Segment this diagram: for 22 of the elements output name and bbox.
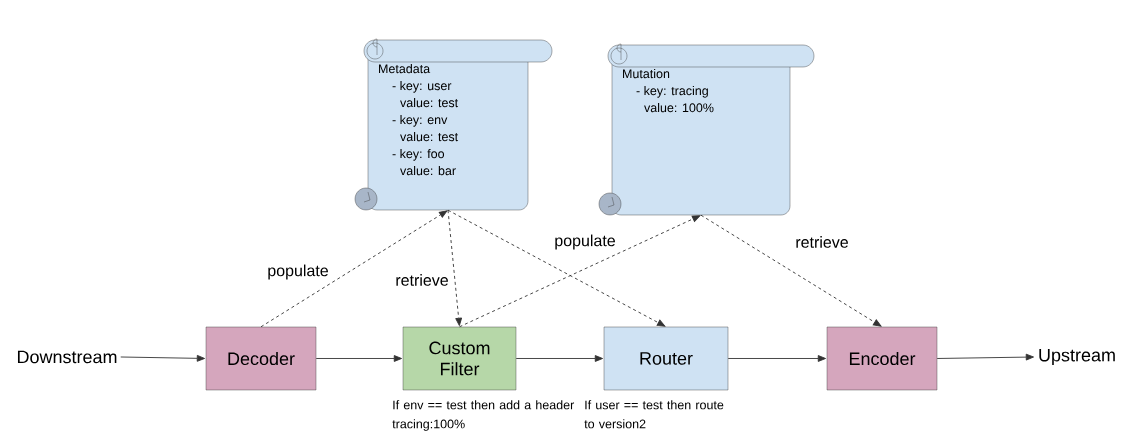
arrow <box>936 353 1034 361</box>
arrow <box>515 355 604 362</box>
arrow <box>700 214 882 327</box>
arrow <box>120 354 205 362</box>
endpoint-label: Downstream <box>17 350 117 364</box>
arrow <box>260 210 448 328</box>
endpoint-label: Upstream <box>1039 348 1115 366</box>
edge-label: retrieve <box>394 273 450 287</box>
arrow <box>447 209 666 327</box>
edge-label: populate <box>553 233 617 251</box>
edge-label: retrieve <box>794 235 850 249</box>
arrow <box>459 215 701 328</box>
process-box: Encoder <box>826 326 938 391</box>
arrow <box>315 355 402 362</box>
process-box: Decoder <box>205 326 317 391</box>
note: If env == test then add a header tracing:100% <box>392 400 575 431</box>
process-box: Custom Filter <box>402 326 517 391</box>
arrow <box>447 209 463 326</box>
process-box: Router <box>603 326 729 391</box>
note: If user == test then route to version2 <box>584 400 724 429</box>
arrow <box>727 355 826 362</box>
edge-label: populate <box>266 263 330 281</box>
